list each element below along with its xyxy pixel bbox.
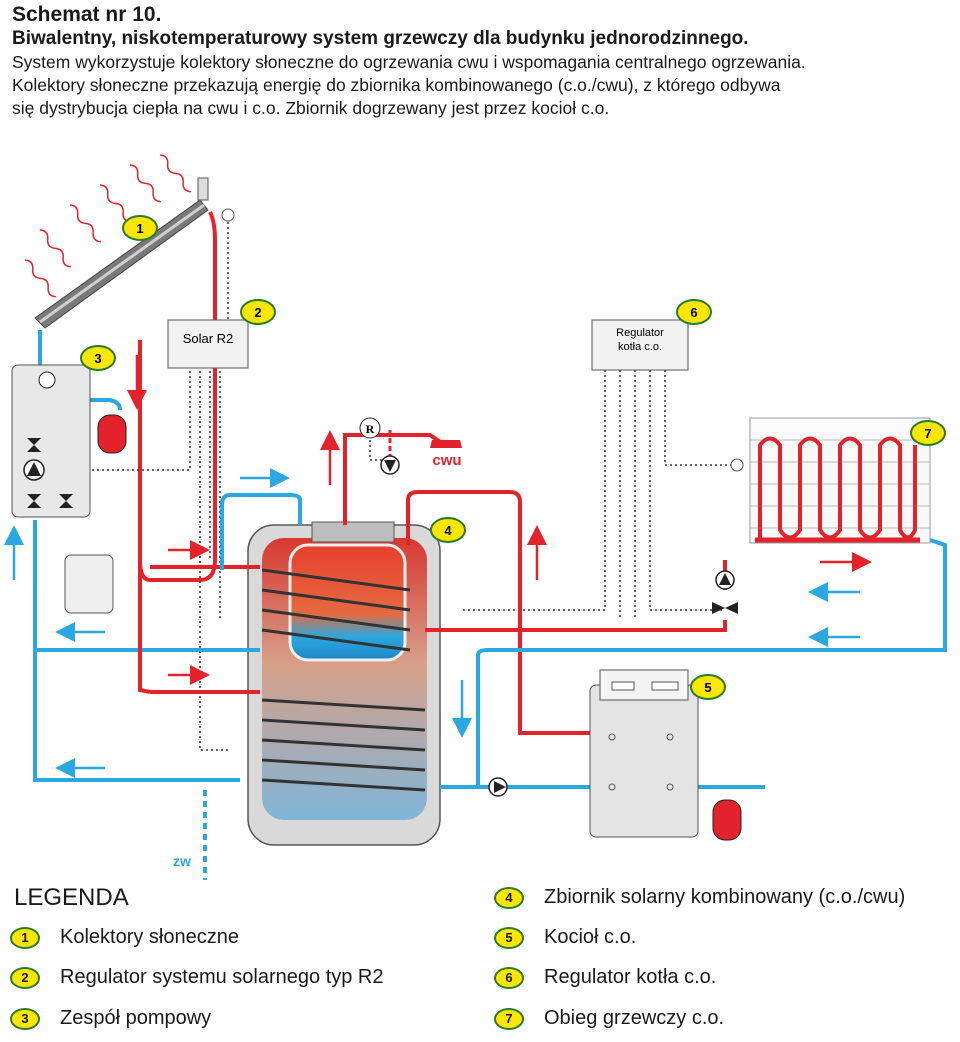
svg-text:6: 6 — [690, 305, 697, 320]
legend-badge: 7 — [494, 1007, 524, 1030]
shower-head-icon — [430, 440, 462, 448]
svg-text:3: 3 — [94, 351, 101, 366]
boiler-controller-label-1: Regulator — [616, 327, 664, 339]
legend-badge: 2 — [10, 966, 40, 989]
svg-text:5: 5 — [704, 680, 711, 695]
legend-label: Regulator kotła c.o. — [544, 966, 717, 988]
badge-3: 3 — [80, 345, 116, 371]
tank-pipes — [138, 433, 947, 880]
legend-item: 3 Zespół pompowy — [10, 1007, 211, 1030]
legend-badge: 4 — [494, 886, 524, 909]
legend-label: Kolektory słoneczne — [60, 926, 239, 948]
boiler-unit — [589, 684, 699, 838]
description-line-1: System wykorzystuje kolektory słoneczne … — [12, 52, 806, 72]
legend-label: Obieg grzewczy c.o. — [544, 1007, 725, 1029]
expansion-vessel-boiler — [712, 799, 742, 841]
legend-badge: 3 — [10, 1007, 40, 1030]
header: Schemat nr 10. Biwalentny, niskotemperat… — [12, 2, 952, 120]
expansion-vessel-solar — [97, 414, 127, 454]
description-line-2: Kolektory słoneczne przekazują energię d… — [12, 75, 781, 95]
page-subtitle: Biwalentny, niskotemperaturowy system gr… — [12, 28, 749, 49]
legend-label: Zbiornik solarny kombinowany (c.o./cwu) — [544, 886, 906, 908]
underfloor-heating-loop — [758, 436, 917, 540]
mixing-valve-icon — [712, 602, 738, 614]
svg-text:2: 2 — [254, 305, 261, 320]
svg-text:1: 1 — [136, 221, 143, 236]
legend-item: 5 Kocioł c.o. — [494, 926, 636, 949]
legend-badge: 1 — [10, 926, 40, 949]
badge-2: 2 — [240, 299, 276, 325]
boiler-controller-label-2: kotła c.o. — [618, 341, 662, 353]
boiler-pump-icon — [488, 777, 508, 797]
legend-item: 6 Regulator kotła c.o. — [494, 966, 716, 989]
badge-1: 1 — [122, 215, 158, 241]
sensor-r-label: R — [366, 422, 375, 436]
legend-label: Kocioł c.o. — [544, 926, 637, 948]
flow-arrows — [4, 355, 872, 778]
boiler-coil — [261, 698, 426, 792]
legend-item: 2 Regulator systemu solarnego typ R2 — [10, 966, 384, 989]
solar-controller-label: Solar R2 — [183, 331, 234, 346]
cold-water-label: zw — [173, 853, 191, 869]
legend-label: Zespół pompowy — [60, 1007, 212, 1029]
pressure-gauge-icon — [38, 371, 56, 389]
badge-4: 4 — [430, 517, 466, 543]
solar-controller — [167, 319, 249, 369]
legend-item: 1 Kolektory słoneczne — [10, 926, 239, 949]
sensor-r-icon — [359, 417, 381, 439]
hot-water-label: cwu — [432, 452, 461, 469]
air-vent-icon — [197, 177, 209, 201]
badge-6: 6 — [676, 299, 712, 325]
legend-title: LEGENDA — [14, 884, 129, 911]
svg-text:4: 4 — [444, 523, 452, 538]
svg-text:7: 7 — [924, 426, 931, 441]
solar-radiation-icon — [24, 154, 191, 298]
heating-system-diagram: Solar R2 Regulator kotła c.o. R — [4, 154, 947, 880]
badge-5: 5 — [690, 674, 726, 700]
legend: LEGENDA 1 Kolektory słoneczne 2 Regulato… — [0, 880, 960, 1042]
mixing-pump-icon — [715, 570, 735, 590]
pump-group-housing — [11, 364, 91, 518]
sensor-wiring — [70, 222, 735, 751]
legend-label: Regulator systemu solarnego typ R2 — [60, 966, 384, 988]
legend-badge: 5 — [494, 926, 524, 949]
pump-icon — [23, 459, 45, 481]
legend-badge: 6 — [494, 966, 524, 989]
antifreeze-canister — [64, 554, 114, 614]
collector-sensor-icon — [221, 208, 235, 222]
legend-item: 4 Zbiornik solarny kombinowany (c.o./cwu… — [494, 886, 905, 909]
description-line-3: się dystrybucja ciepła na cwu i c.o. Zbi… — [12, 98, 610, 118]
legend-item: 7 Obieg grzewczy c.o. — [494, 1007, 724, 1030]
circulation-pump-icon — [380, 455, 400, 475]
boiler-controller — [591, 319, 689, 371]
badge-7: 7 — [910, 420, 946, 446]
valve-icon — [27, 438, 73, 508]
page-title: Schemat nr 10. — [12, 3, 162, 26]
room-sensor-icon — [730, 458, 744, 472]
solar-coil — [261, 568, 411, 652]
